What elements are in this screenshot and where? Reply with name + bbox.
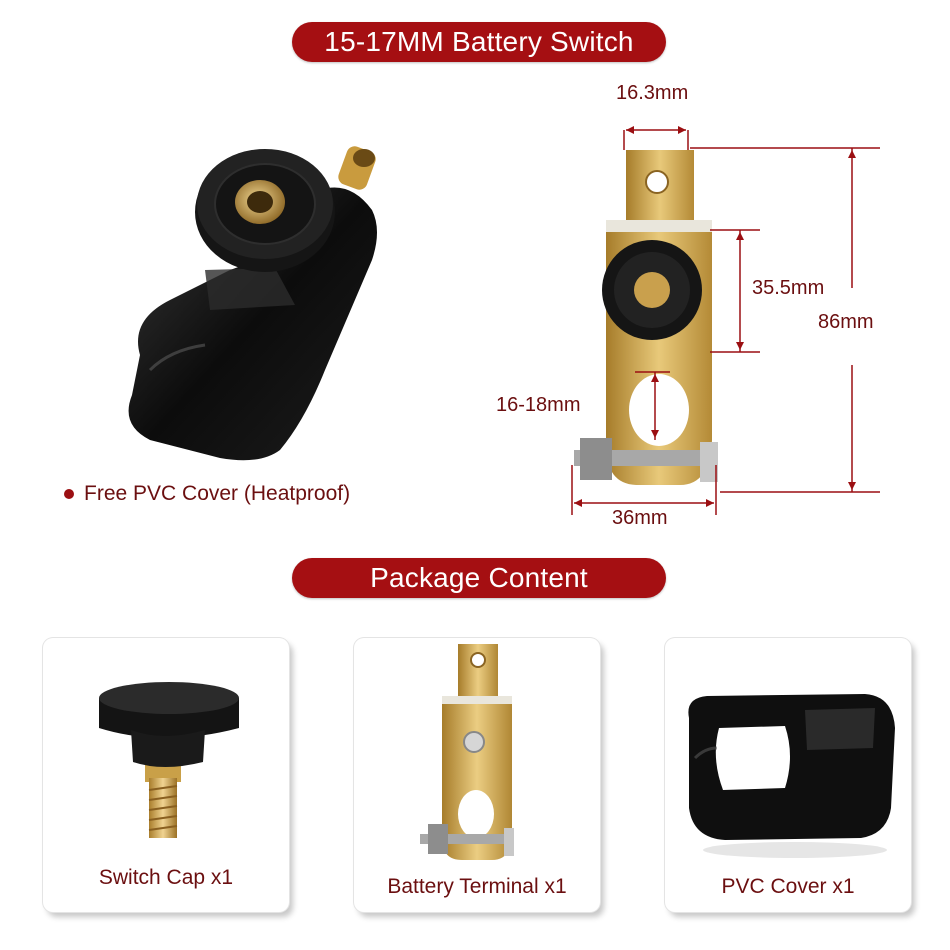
package-card-battery-terminal: Battery Terminal x1	[354, 638, 600, 912]
package-item-label: Switch Cap x1	[98, 866, 234, 889]
feature-note-text: Free PVC Cover (Heatproof)	[84, 482, 351, 505]
package-item-label: Battery Terminal x1	[387, 875, 567, 898]
feature-note: Free PVC Cover (Heatproof)	[64, 482, 350, 506]
package-card-switch-cap: Switch Cap x1	[43, 638, 289, 912]
package-banner: Package Content	[292, 558, 666, 598]
pvc-cover-image	[688, 694, 895, 858]
bullet-dot-icon	[64, 489, 74, 499]
dim-width-bottom: 36mm	[612, 507, 668, 529]
package-card-pvc-cover: PVC Cover x1	[665, 638, 911, 912]
dim-clamp-diameter: 16-18mm	[496, 394, 581, 416]
dim-height-total: 86mm	[818, 311, 874, 333]
package-title: Package Content	[370, 562, 588, 593]
dim-height-body: 35.5mm	[752, 277, 825, 299]
switch-cap-image	[99, 682, 239, 838]
header-title: 15-17MM Battery Switch	[324, 26, 634, 57]
dim-width-top: 16.3mm	[616, 82, 689, 104]
covered-switch-image	[128, 146, 377, 461]
dimension-diagram	[571, 126, 880, 515]
header-banner: 15-17MM Battery Switch	[292, 22, 666, 62]
battery-terminal-image	[420, 644, 514, 860]
package-item-label: PVC Cover x1	[721, 875, 855, 898]
